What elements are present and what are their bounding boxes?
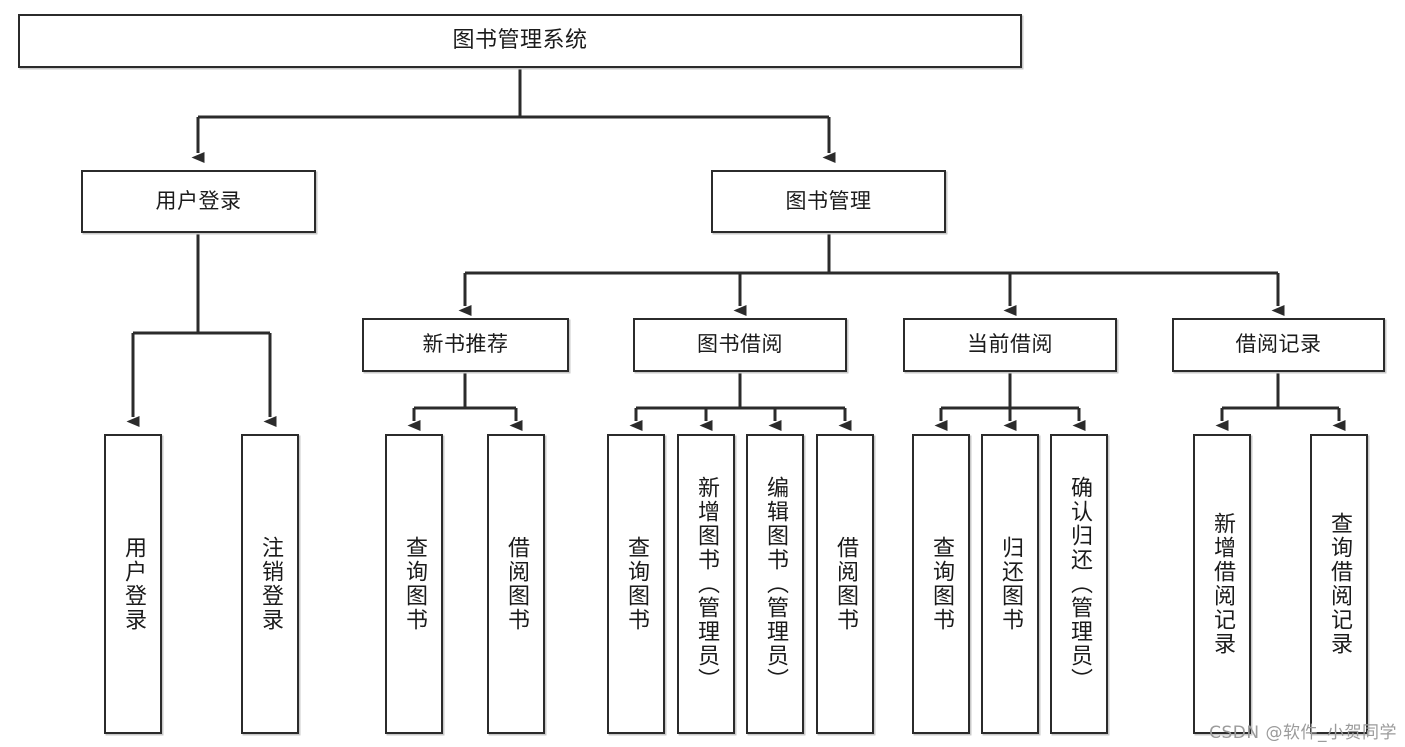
node-borrow-record[interactable]: 借阅记录 (1172, 318, 1385, 372)
leaf-book-borrow-borrow-book[interactable]: 借阅图书 (816, 434, 874, 734)
leaf-label: 确认归还（管理员） (1066, 476, 1092, 692)
leaf-user-login-login[interactable]: 用户登录 (104, 434, 162, 734)
leaf-label: 查询借阅记录 (1326, 512, 1352, 656)
node-root-book-management-system[interactable]: 图书管理系统 (18, 14, 1022, 68)
leaf-user-login-logout[interactable]: 注销登录 (241, 434, 299, 734)
leaf-label: 用户登录 (120, 536, 146, 632)
leaf-borrow-record-add-record[interactable]: 新增借阅记录 (1193, 434, 1251, 734)
leaf-borrow-record-query-record[interactable]: 查询借阅记录 (1310, 434, 1368, 734)
node-book-management[interactable]: 图书管理 (711, 170, 946, 233)
leaf-label: 新增图书（管理员） (693, 476, 719, 692)
leaf-current-borrow-return-book[interactable]: 归还图书 (981, 434, 1039, 734)
node-new-book-recommendation[interactable]: 新书推荐 (362, 318, 569, 372)
leaf-label: 查询图书 (623, 536, 649, 632)
leaf-label: 编辑图书（管理员） (762, 476, 788, 692)
leaf-new-book-borrow-book[interactable]: 借阅图书 (487, 434, 545, 734)
leaf-label: 归还图书 (997, 536, 1023, 632)
node-current-borrow[interactable]: 当前借阅 (903, 318, 1117, 372)
node-user-login[interactable]: 用户登录 (81, 170, 316, 233)
leaf-label: 注销登录 (257, 536, 283, 632)
leaf-label: 查询图书 (401, 536, 427, 632)
leaf-label: 查询图书 (928, 536, 954, 632)
leaf-book-borrow-add-book-admin[interactable]: 新增图书（管理员） (677, 434, 735, 734)
leaf-current-borrow-query-book[interactable]: 查询图书 (912, 434, 970, 734)
watermark-text: CSDN @软件_小贺同学 (1209, 723, 1397, 743)
leaf-book-borrow-query-book[interactable]: 查询图书 (607, 434, 665, 734)
leaf-label: 新增借阅记录 (1209, 512, 1235, 656)
leaf-label: 借阅图书 (503, 536, 529, 632)
leaf-current-borrow-confirm-return-admin[interactable]: 确认归还（管理员） (1050, 434, 1108, 734)
node-book-borrow[interactable]: 图书借阅 (633, 318, 847, 372)
leaf-book-borrow-edit-book-admin[interactable]: 编辑图书（管理员） (746, 434, 804, 734)
leaf-new-book-query-book[interactable]: 查询图书 (385, 434, 443, 734)
leaf-label: 借阅图书 (832, 536, 858, 632)
